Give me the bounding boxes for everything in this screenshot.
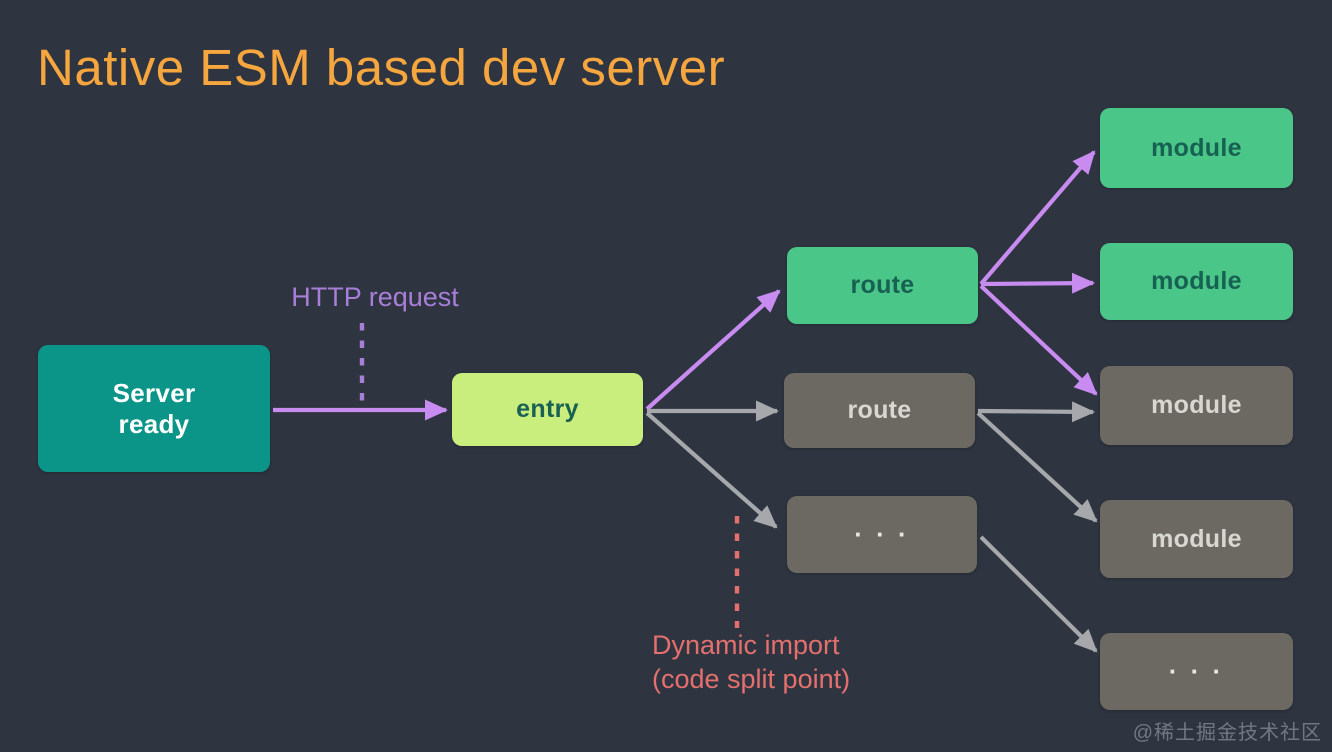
node-module-1: module xyxy=(1100,108,1293,188)
arrow-entry-to-route1 xyxy=(645,289,781,411)
dynamic-import-label: Dynamic import (code split point) xyxy=(652,628,850,696)
watermark: @稀土掘金技术社区 xyxy=(1132,722,1322,744)
node-server-ready: Server ready xyxy=(38,345,270,472)
node-route-1: route xyxy=(787,247,978,324)
node-entry: entry xyxy=(452,373,643,446)
node-module-2: module xyxy=(1100,243,1293,320)
node-route-2: route xyxy=(784,373,975,448)
node-module-4: module xyxy=(1100,500,1293,578)
node-module-3: module xyxy=(1100,366,1293,445)
arrow-route2-to-module4 xyxy=(976,411,1098,523)
dynamic-import-line2: (code split point) xyxy=(652,664,851,694)
arrow-entry-to-routes-more xyxy=(645,411,778,529)
dynamic-import-line1: Dynamic import xyxy=(652,630,840,660)
arrow-more-to-modules-more xyxy=(979,535,1098,653)
http-request-label: HTTP request xyxy=(291,282,459,312)
arrow-route1-to-module3 xyxy=(979,284,1098,396)
node-routes-more: · · · xyxy=(787,496,977,573)
node-modules-more: · · · xyxy=(1100,633,1293,710)
arrow-route1-to-module1 xyxy=(979,150,1096,286)
page-title: Native ESM based dev server xyxy=(37,39,726,96)
arrow-route2-to-module3 xyxy=(977,401,1096,423)
arrow-route1-to-module2 xyxy=(980,272,1096,294)
